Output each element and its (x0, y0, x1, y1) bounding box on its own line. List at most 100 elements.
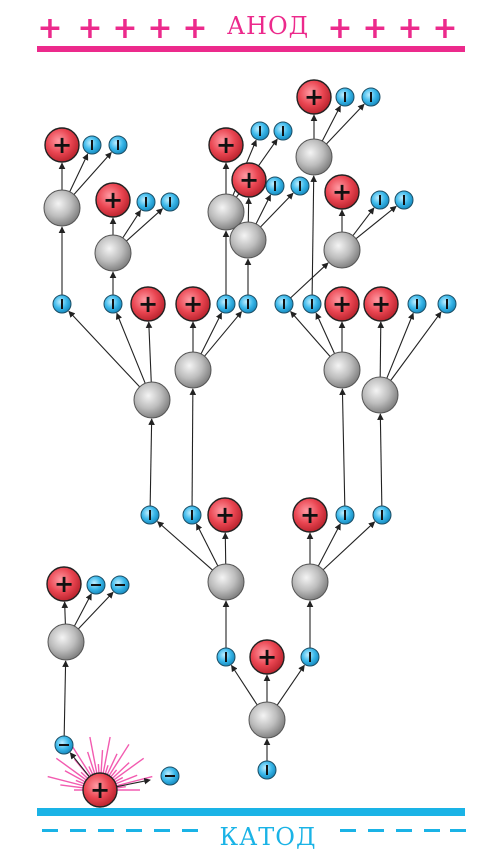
motion-arrow (115, 312, 146, 384)
negative-ion (86, 575, 106, 595)
anode-plus-sign: + (432, 11, 457, 46)
positive-ion: + (95, 182, 131, 218)
neutral-atom (361, 376, 399, 414)
neutral-atom (291, 563, 329, 601)
motion-arrow (321, 105, 341, 142)
electron (82, 135, 102, 155)
neutral-atom (94, 234, 132, 272)
svg-text:+: + (304, 83, 324, 111)
svg-text:+: + (239, 166, 259, 194)
positive-ion: + (207, 497, 243, 533)
motion-arrow (196, 523, 219, 567)
motion-arrow (73, 593, 92, 627)
svg-text:+: + (103, 186, 123, 214)
electron (372, 505, 392, 525)
electron (335, 87, 355, 107)
cathode-plate (37, 808, 465, 816)
motion-arrow (77, 591, 114, 630)
electron (216, 294, 236, 314)
motion-arrow (290, 262, 329, 299)
electron (250, 121, 270, 141)
neutral-atom (229, 221, 267, 259)
motion-arrow (61, 601, 69, 625)
neutral-atom (207, 563, 245, 601)
motion-arrow (260, 192, 294, 228)
electron (160, 192, 180, 212)
electron (216, 647, 236, 667)
electron (394, 190, 414, 210)
electron (290, 176, 310, 196)
positive-ion: + (249, 639, 285, 675)
motion-arrow (290, 311, 331, 357)
anode-plus-sign: + (37, 11, 62, 46)
cathode-minus-sign (98, 829, 114, 832)
motion-arrow (315, 312, 336, 354)
electron (370, 190, 390, 210)
electron (136, 192, 156, 212)
positive-ion: + (44, 127, 80, 163)
motion-arrow (73, 151, 112, 195)
anode-plus-sign: + (182, 11, 207, 46)
electron (300, 647, 320, 667)
positive-ion: + (175, 286, 211, 322)
svg-text:+: + (138, 290, 158, 318)
positive-ion: + (130, 286, 166, 322)
electron (52, 294, 72, 314)
electron (335, 505, 355, 525)
motion-arrow (68, 310, 141, 388)
cathode-minus-sign (368, 829, 384, 832)
electron (182, 505, 202, 525)
neutral-atom (323, 231, 361, 269)
cathode-minus-sign (340, 829, 356, 832)
motion-arrow (145, 321, 153, 383)
motion-arrow (122, 209, 142, 239)
electron (274, 294, 294, 314)
positive-ion: + (292, 497, 328, 533)
cathode-minus-sign (154, 829, 170, 832)
motion-arrow (355, 205, 397, 240)
neutral-atom (323, 351, 361, 389)
motion-arrow (200, 312, 223, 355)
neutral-atom (174, 351, 212, 389)
particles: +++++++++++++++ (43, 79, 457, 808)
electron (108, 135, 128, 155)
neutral-atom (47, 623, 85, 661)
positive-ion: + (231, 162, 267, 198)
svg-text:+: + (183, 290, 203, 318)
motion-arrow (204, 311, 243, 357)
cathode-minus-sign (182, 829, 198, 832)
cathode-minus-sign (424, 829, 440, 832)
svg-text:+: + (54, 570, 74, 598)
anode-plus-sign: + (327, 11, 352, 46)
motion-arrow (310, 175, 317, 296)
motion-arrow (148, 418, 155, 507)
svg-text:+: + (332, 178, 352, 206)
neutral-atom (133, 381, 171, 419)
neutral-atom (248, 701, 286, 739)
svg-text:+: + (332, 290, 352, 318)
positive-ion: + (296, 79, 332, 115)
motion-arrow (322, 521, 376, 571)
svg-text:+: + (215, 501, 235, 529)
motion-arrow (377, 413, 384, 507)
cathode-minus-sign (450, 829, 466, 832)
negative-ion (160, 766, 180, 786)
arrows (58, 103, 442, 788)
anode-plus-signs: +++++++++ (37, 11, 457, 46)
electron (257, 760, 277, 780)
anode-plus-sign: + (147, 11, 172, 46)
anode-plate (37, 46, 465, 52)
cathode-minus-signs (42, 829, 466, 832)
electron (273, 121, 293, 141)
cathode-minus-sign (396, 829, 412, 832)
electron (361, 87, 381, 107)
motion-arrow (116, 777, 151, 788)
cathode-label: КАТОД (220, 823, 317, 851)
motion-arrow (317, 523, 341, 567)
anode-plus-sign: + (362, 11, 387, 46)
positive-ion: + (324, 174, 360, 210)
svg-text:+: + (90, 776, 110, 804)
motion-arrow (339, 388, 346, 507)
positive-ion: + (363, 286, 399, 322)
